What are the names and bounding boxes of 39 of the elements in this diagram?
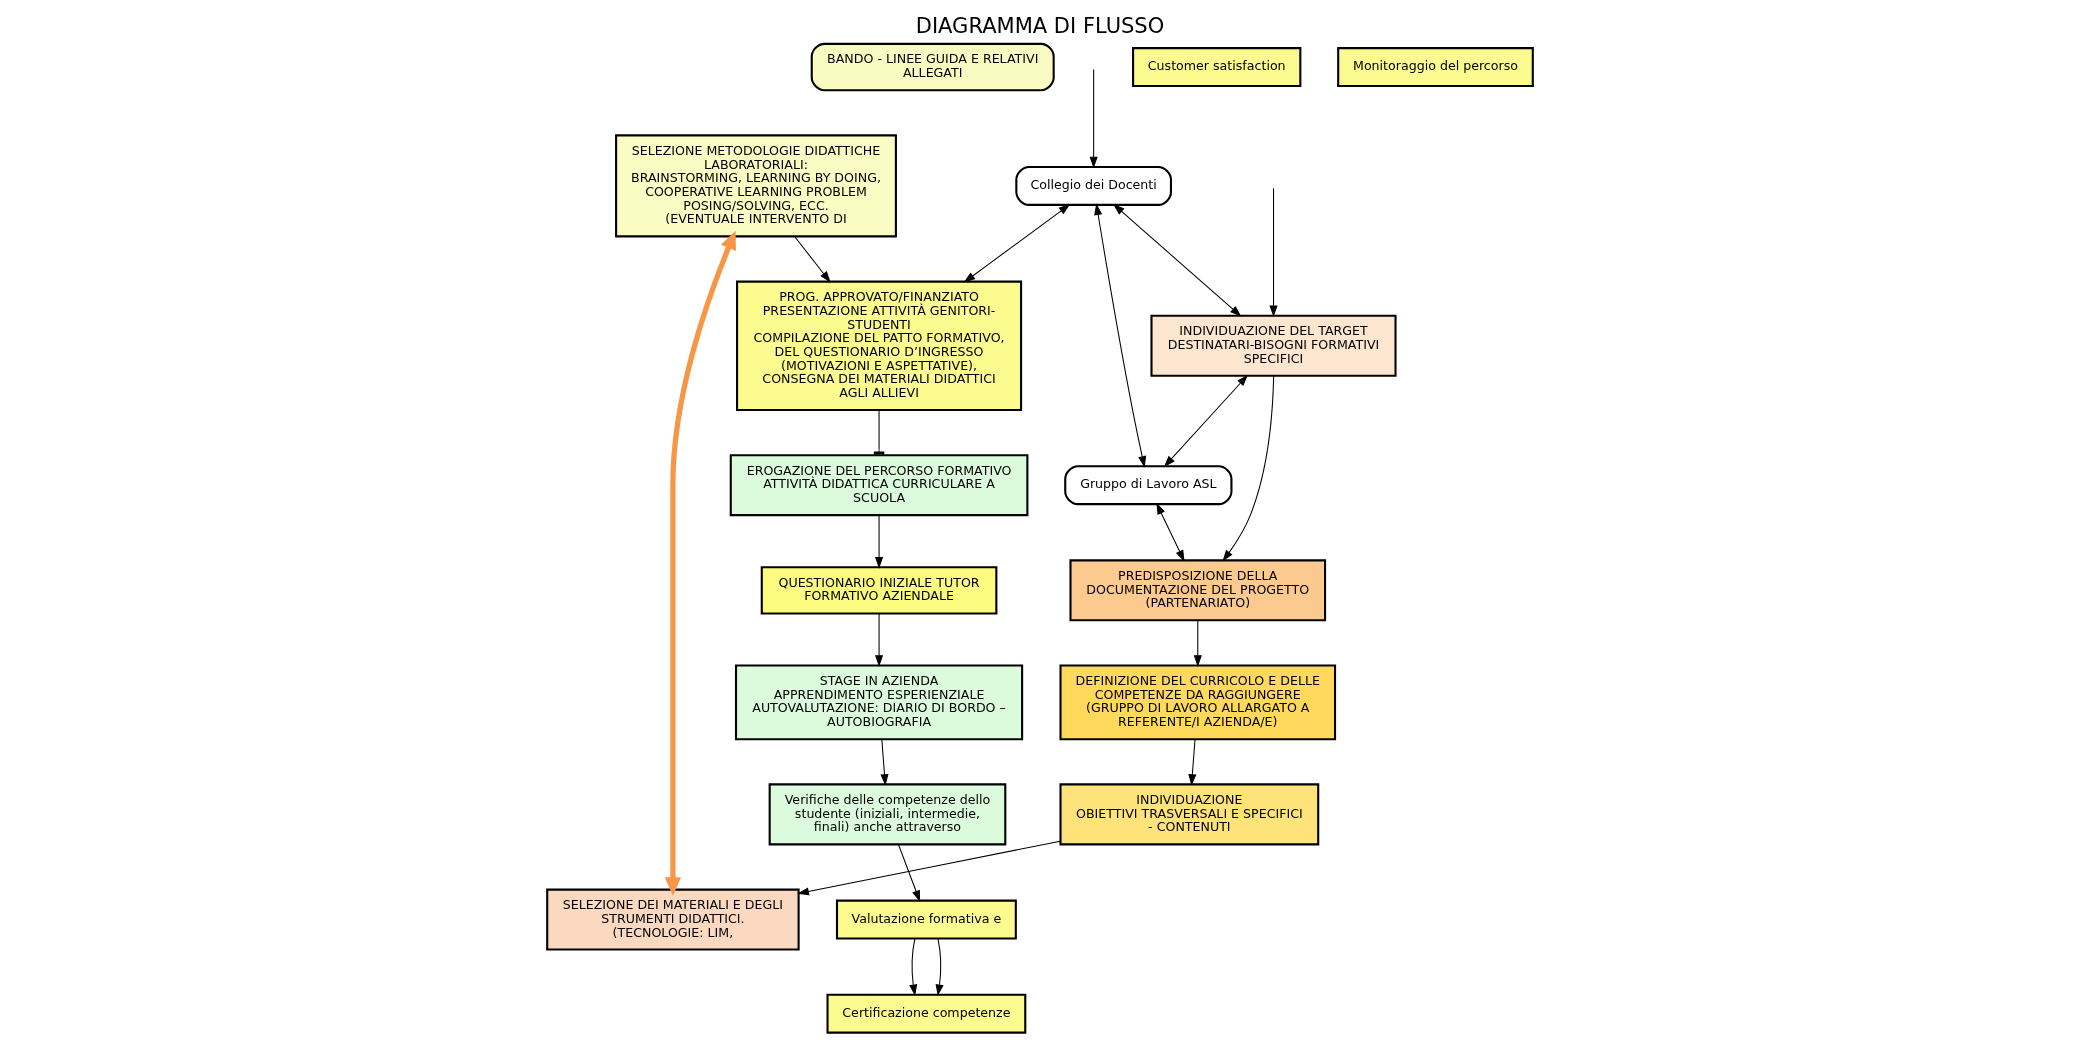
arrow	[909, 938, 918, 997]
node-box: QUESTIONARIO INIZIALE TUTOR FORMATIVO AZIENDALE	[760, 566, 998, 615]
node-box: DEFINIZIONE DEL CURRICOLO E DELLE COMPETENZE DA RAGGIUNGERE (GRUPPO DI LAVORO ALLARGATO A REFERENTE/I AZIENDA/E)	[1059, 664, 1337, 741]
node-box: PREDISPOSIZIONE DELLA DOCUMENTAZIONE DEL PROGETTO (PARTENARIATO)	[1069, 559, 1327, 622]
node-box: INDIVIDUAZIONE DEL TARGET DESTINATARI-BISOGNI FORMATIVI SPECIFICI	[1150, 314, 1397, 377]
arrow	[1113, 204, 1242, 317]
node-box: Monitoraggio del percorso	[1337, 47, 1534, 88]
node-box: Gruppo di Lavoro ASL	[1064, 465, 1233, 506]
node-box: Certificazione competenze	[826, 993, 1027, 1034]
node-box: PROG. APPROVATO/FINANZIATO PRESENTAZIONE ATTIVITÀ GENITORI-STUDENTI COMPILAZIONE DEL PATTO FORMATIVO, DEL QUESTIONARIO D’INGRESSO (MOTIVAZIONI E ASPETTATIVE), CONSEGNA DEI MATERIALI DIDATTICI AGLI ALLIEVI	[736, 280, 1023, 411]
connector	[873, 409, 885, 456]
node-box: SELEZIONE METODOLOGIE DIDATTICHE LABORATORIALI: BRAINSTORMING, LEARNING BY DOING, COOPERATIVE LEARNING PROBLEM POSING/SOLVING, ECC. (EVENTUALE INTERVENTO DI	[615, 134, 897, 238]
arrow	[875, 514, 884, 569]
arrow	[963, 204, 1071, 283]
node-box: BANDO - LINEE GUIDA E RELATIVI ALLEGATI	[810, 42, 1055, 92]
arrow	[1156, 502, 1185, 562]
node-box: STAGE IN AZIENDA APPRENDIMENTO ESPERIENZIALE AUTOVALUTAZIONE: DIARIO DI BORDO – AUTOBIOGRAFIA	[734, 664, 1024, 741]
arrow	[897, 843, 921, 902]
node-box: Collegio dei Docenti	[1015, 165, 1172, 206]
arrow	[1089, 68, 1098, 169]
node-box: SELEZIONE DEI MATERIALI E DEGLI STRUMENTI DIDATTICI. (TECNOLOGIE: LIM,	[546, 888, 800, 951]
arrow	[794, 235, 831, 283]
arrow	[1094, 203, 1147, 468]
arrow	[935, 938, 944, 997]
diagram-title: DIAGRAMMA DI FLUSSO	[915, 13, 1165, 39]
arrow	[1222, 375, 1275, 562]
node-box: Valutazione formativa e	[835, 899, 1017, 940]
arrow	[1269, 187, 1278, 318]
arrow	[1188, 738, 1197, 786]
node-box: Verifiche delle competenze dello studente (iniziali, intermedie, finali) anche attraverso	[768, 783, 1007, 846]
node-box: EROGAZIONE DEL PERCORSO FORMATIVO ATTIVITÀ DIDATTICA CURRICULARE A SCUOLA	[729, 454, 1029, 517]
arrow	[880, 738, 889, 786]
node-box: INDIVIDUAZIONE OBIETTIVI TRASVERSALI E SPECIFICI - CONTENUTI	[1059, 783, 1320, 846]
arrow	[664, 230, 736, 896]
arrow	[875, 613, 884, 667]
arrow	[1193, 620, 1202, 667]
arrow	[797, 840, 1061, 896]
node-box: Customer satisfaction	[1132, 47, 1302, 88]
arrow	[1163, 374, 1249, 468]
